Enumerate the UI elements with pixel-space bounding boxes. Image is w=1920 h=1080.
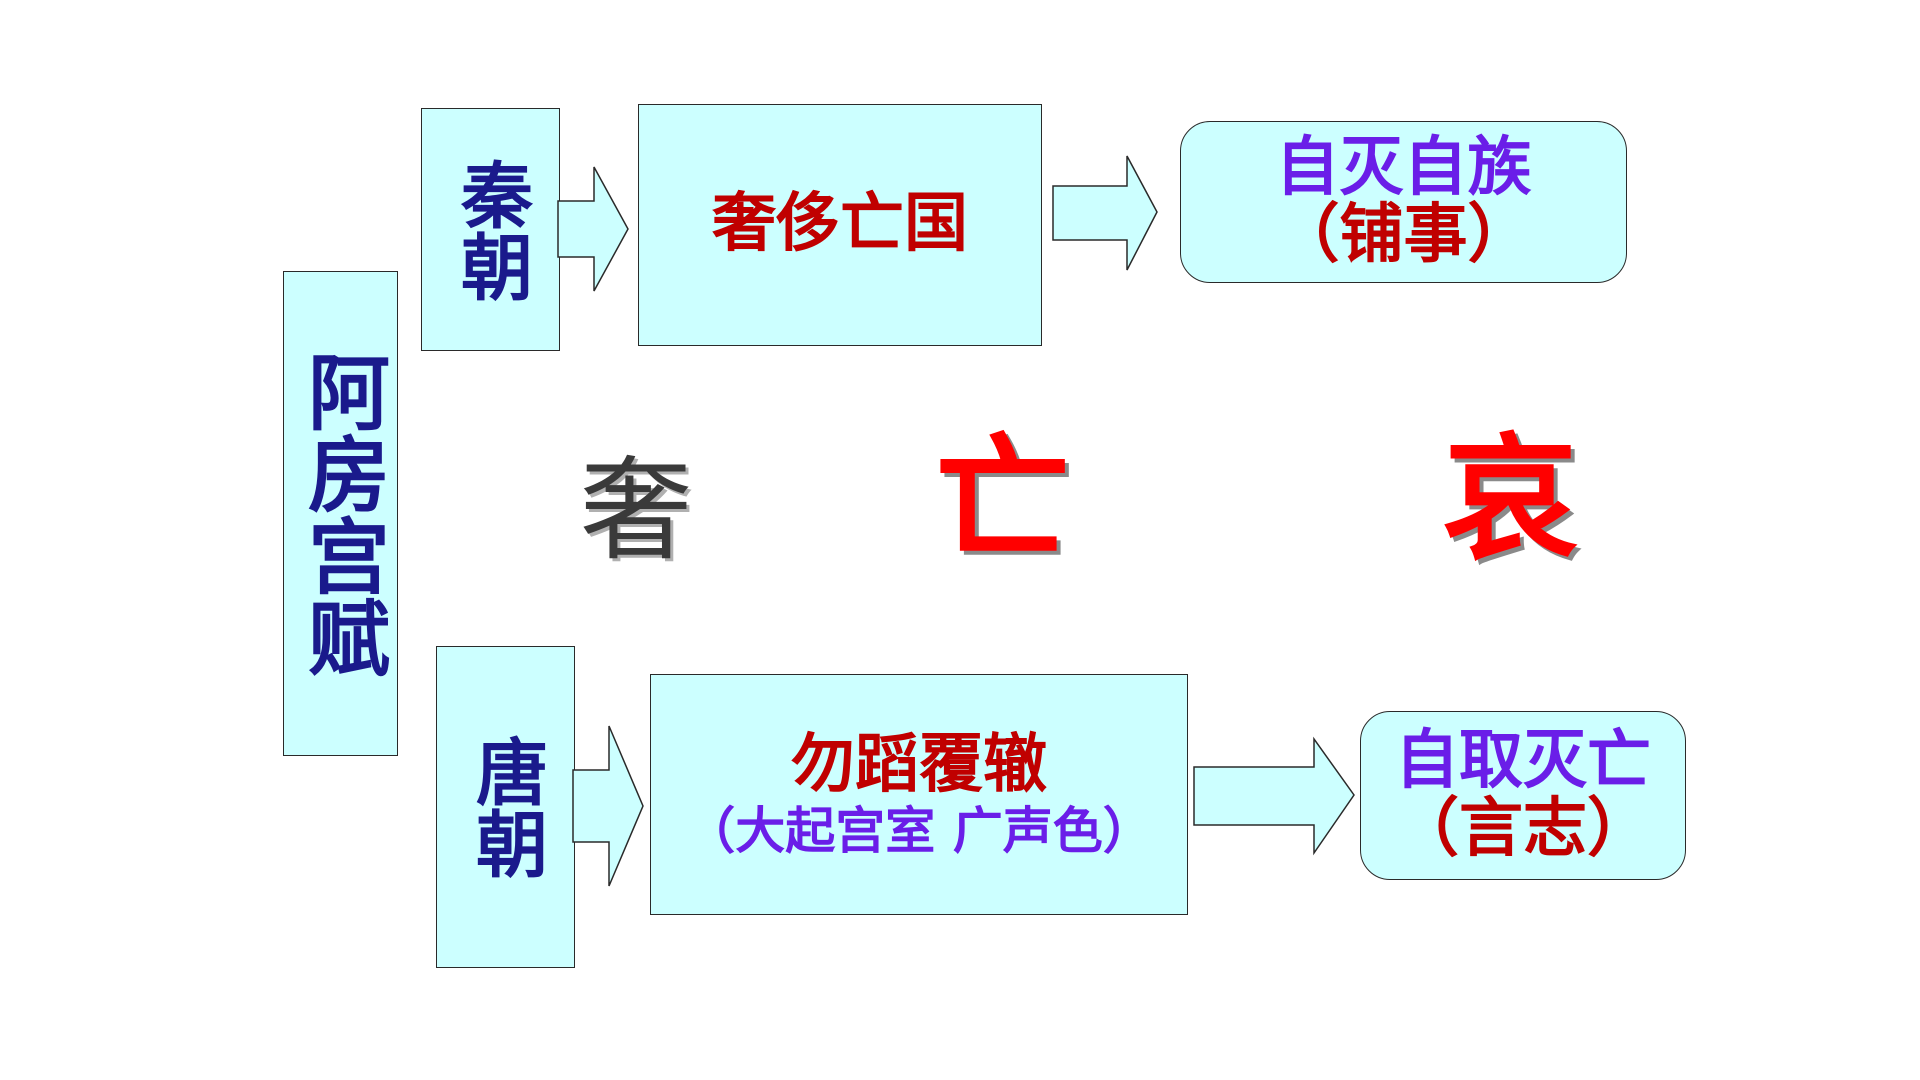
keyword-she: 奢	[580, 446, 692, 576]
qin-cause-to-result-arrow	[1052, 155, 1158, 271]
qin-result-box: 自灭自族 （铺事）	[1180, 121, 1627, 283]
tang-result-line1: 自取灭亡	[1395, 724, 1651, 799]
tang-dynasty-label: 唐朝	[463, 735, 548, 879]
tang-to-warning-arrow	[572, 725, 644, 887]
qin-dynasty-box: 秦朝	[421, 108, 560, 351]
root-box: 阿房宫赋	[283, 271, 398, 756]
tang-warning-box: 勿蹈覆辙 （大起宫室 广声色）	[650, 674, 1188, 915]
tang-result-line2: （言志）	[1395, 791, 1651, 866]
root-label: 阿房宫赋	[293, 349, 389, 678]
tang-dynasty-box: 唐朝	[436, 646, 575, 968]
tang-warning-to-result-arrow	[1193, 736, 1355, 856]
keyword-wang: 亡	[935, 421, 1070, 578]
qin-dynasty-label: 秦朝	[448, 157, 533, 302]
qin-to-cause-arrow	[557, 166, 629, 292]
qin-result-line1: 自灭自族	[1275, 130, 1532, 205]
tang-warning-line2: （大起宫室 广声色）	[685, 801, 1153, 860]
tang-result-box: 自取灭亡 （言志）	[1360, 711, 1686, 880]
keyword-ai: 哀	[1443, 421, 1578, 578]
qin-result-line2: （铺事）	[1275, 198, 1532, 272]
qin-cause-text: 奢侈亡国	[712, 187, 968, 262]
qin-cause-box: 奢侈亡国	[638, 104, 1042, 346]
tang-warning-line1: 勿蹈覆辙	[791, 727, 1047, 802]
